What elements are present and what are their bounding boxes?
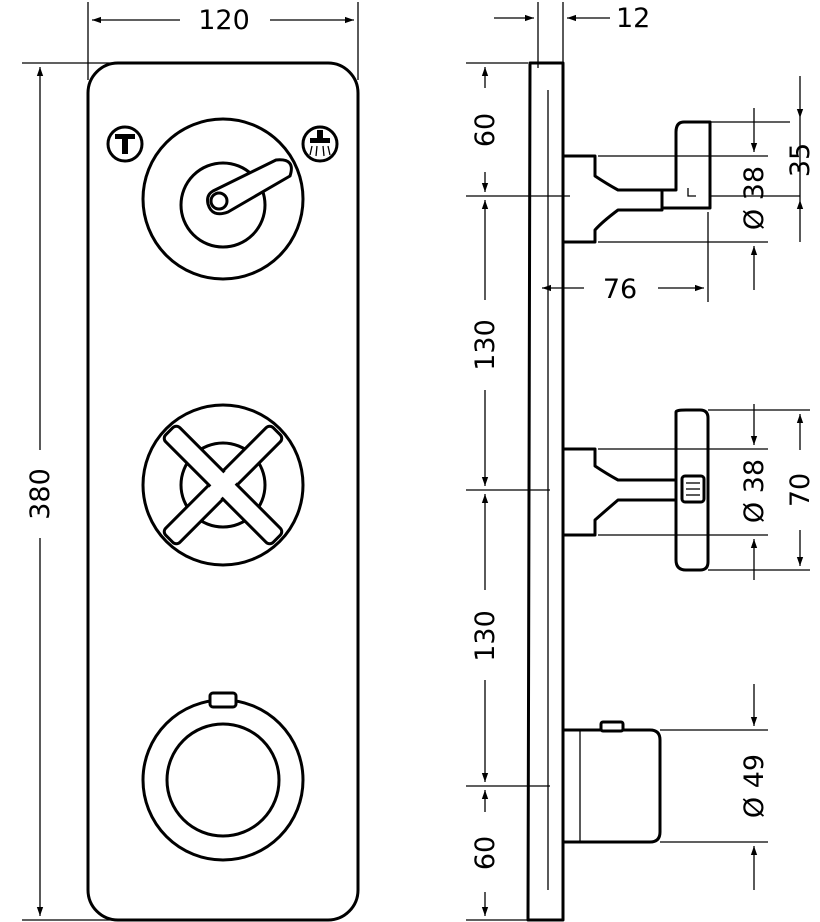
knob-diameter-label: Ø 49: [739, 754, 770, 818]
shower-head-icon: [301, 125, 339, 163]
projection-dimension: 76: [542, 274, 704, 305]
knob-diameter-dimension: Ø 49: [739, 684, 770, 890]
cross-handle: [141, 403, 305, 567]
bath-spout-icon: [106, 125, 144, 163]
bottom-offset-label: 60: [470, 836, 501, 870]
width-dimension: 120: [92, 5, 354, 36]
side-view: 12 60 130 130 60: [466, 2, 816, 922]
side-plate: [526, 61, 565, 922]
vertical-dimension-chain: 60 130 130 60: [470, 67, 501, 916]
lever-spindle-dimension: Ø 38: [739, 108, 770, 290]
depth-label: 12: [616, 3, 650, 34]
lower-spacing-label: 130: [470, 610, 501, 662]
projection-label: 76: [603, 274, 637, 305]
lever-spindle-label: Ø 38: [739, 166, 770, 230]
height-label: 380: [25, 468, 56, 520]
side-lever-profile: [561, 120, 800, 302]
lever-height-label: 35: [785, 143, 816, 177]
lever-height-dimension: 35: [785, 76, 816, 242]
thermostat-knob: [141, 691, 305, 862]
top-diverter-lever: [141, 117, 305, 281]
cross-spindle-label: Ø 38: [739, 459, 770, 523]
side-cross-profile: [561, 408, 810, 572]
cross-height-dimension: 70: [785, 414, 816, 566]
cross-height-label: 70: [785, 473, 816, 507]
cross-spindle-dimension: Ø 38: [739, 404, 770, 580]
depth-dimension: 12: [494, 3, 650, 34]
front-view: 120 380: [22, 2, 360, 922]
top-offset-label: 60: [470, 113, 501, 147]
front-plate: [86, 61, 360, 922]
side-knob-profile: [561, 720, 768, 844]
upper-spacing-label: 130: [470, 319, 501, 371]
width-label: 120: [198, 5, 250, 36]
height-dimension: 380: [25, 67, 56, 916]
